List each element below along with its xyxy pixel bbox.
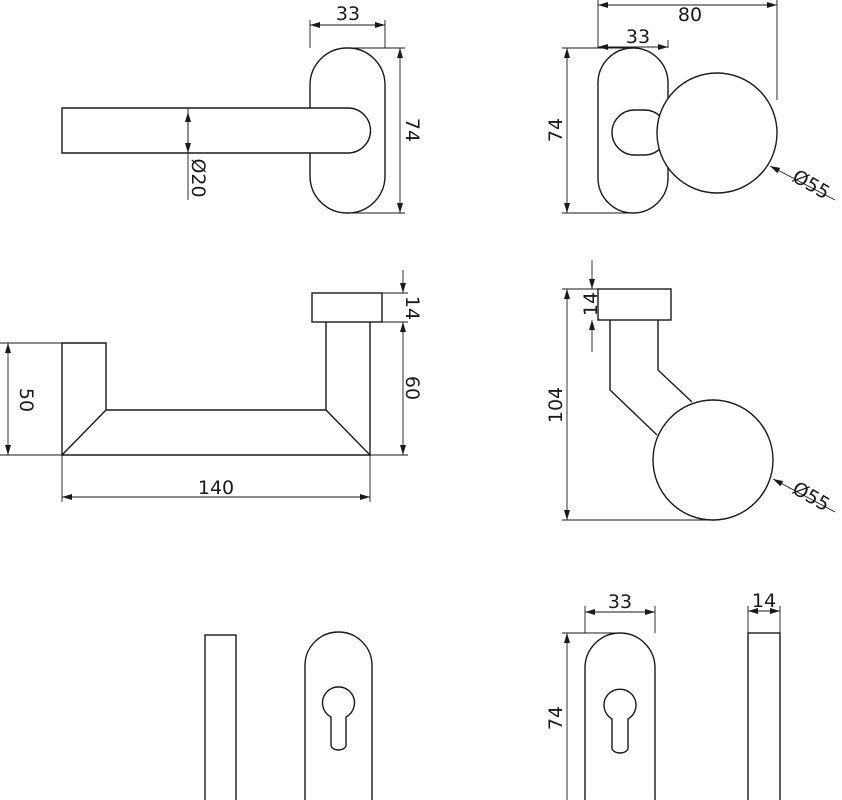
keyhole-icon — [603, 688, 637, 754]
dim-diameter: Ø55 — [789, 165, 834, 204]
dim-neck: 60 — [401, 376, 423, 400]
rose — [311, 292, 383, 323]
escutcheon-views-right: 33 74 14 — [545, 590, 781, 800]
dim-diameter: Ø20 — [187, 158, 209, 197]
lever — [61, 342, 372, 456]
neck — [325, 322, 371, 455]
dim-width: 33 — [626, 26, 650, 48]
dim-height: 74 — [401, 118, 423, 142]
knob-side-view: 104 14 Ø55 — [545, 260, 836, 521]
lever-side-view: 50 140 60 14 — [0, 270, 423, 502]
dim-thickness: 14 — [752, 590, 776, 612]
dim-width: 33 — [608, 591, 632, 613]
dim-height: 74 — [545, 706, 567, 730]
escutcheon-side — [204, 634, 237, 800]
rose — [597, 288, 672, 321]
dim-overall: 104 — [545, 387, 567, 423]
keyhole-icon — [321, 686, 356, 751]
knob — [656, 72, 778, 194]
dim-length: 140 — [198, 477, 234, 499]
lever-front-view: 33 74 Ø20 — [61, 3, 423, 214]
neck — [609, 320, 693, 436]
escutcheon-side — [747, 632, 781, 800]
escutcheon-views-left — [204, 631, 373, 800]
knob — [652, 399, 774, 521]
dim-rose: 14 — [401, 296, 423, 320]
dim-width: 33 — [336, 3, 360, 25]
escutcheon-oval — [304, 631, 373, 800]
escutcheon-oval — [584, 632, 656, 800]
dim-overall: 80 — [678, 4, 702, 26]
dim-lever-height: 50 — [15, 388, 37, 412]
dim-rose: 14 — [580, 292, 602, 316]
lever-bar — [61, 107, 372, 154]
dim-diameter: Ø55 — [789, 477, 834, 516]
dim-height: 74 — [545, 118, 567, 142]
knob-front-view: 80 33 74 Ø55 — [545, 0, 836, 214]
